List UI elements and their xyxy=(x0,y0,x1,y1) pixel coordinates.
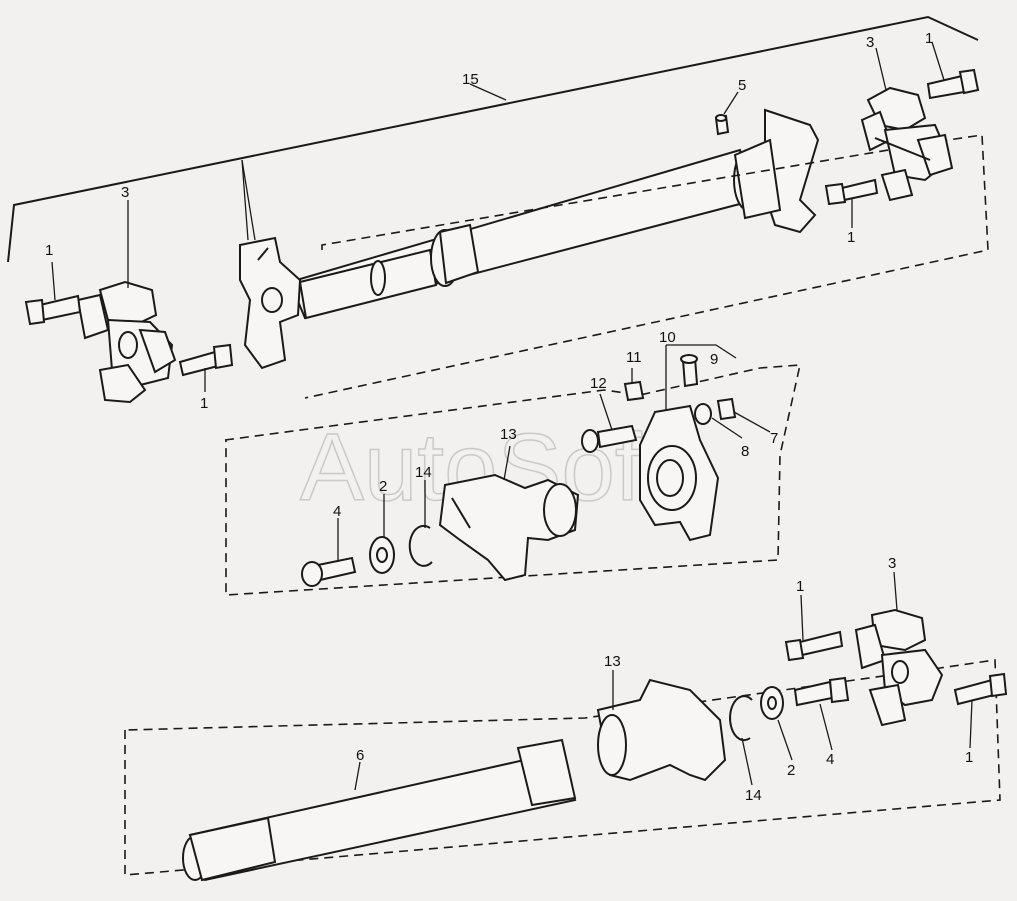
callout-labels: 15 5 3 1 1 3 1 1 11 10 9 12 7 8 13 14 2 … xyxy=(45,30,973,804)
screw-9 xyxy=(680,354,699,388)
callout-1-left-top: 1 xyxy=(45,242,53,259)
callout-1-bottom-top: 1 xyxy=(796,578,804,595)
callout-14-bottom: 14 xyxy=(745,787,762,804)
snap-ring-14-middle xyxy=(408,524,433,567)
slip-yoke-13-middle xyxy=(438,473,580,582)
bolt-bottom-upper xyxy=(784,630,844,662)
callout-5: 5 xyxy=(738,77,746,94)
dashed-outline-upper xyxy=(304,134,989,399)
universal-joint-left xyxy=(76,280,177,404)
callout-3-left: 3 xyxy=(121,184,129,201)
snap-ring-14-bottom xyxy=(729,695,753,742)
callout-7: 7 xyxy=(770,430,778,447)
callout-13-middle: 13 xyxy=(500,426,517,443)
callout-3-bottom: 3 xyxy=(888,555,896,572)
callout-6: 6 xyxy=(356,747,364,764)
leader-lines xyxy=(51,41,973,791)
universal-joint-top-right xyxy=(860,86,954,202)
callout-14-middle: 14 xyxy=(415,464,432,481)
lock-washer-8 xyxy=(694,403,712,425)
callout-15: 15 xyxy=(462,71,479,88)
bolt-4-middle xyxy=(301,556,357,587)
washer-2-bottom xyxy=(760,686,784,720)
callout-10: 10 xyxy=(659,329,676,346)
callout-8: 8 xyxy=(741,443,749,460)
propeller-shaft-assembly xyxy=(239,91,820,370)
bolt-top-right xyxy=(926,68,980,100)
nut-7 xyxy=(716,397,737,421)
assembly-bracket-15 xyxy=(7,15,979,263)
bolt-left-upper xyxy=(24,294,82,326)
bolt-4-bottom xyxy=(793,676,850,707)
washer-2-middle xyxy=(369,536,395,574)
center-bearing-10 xyxy=(639,404,720,542)
slip-yoke-13-bottom xyxy=(596,678,727,782)
callout-4-middle: 4 xyxy=(333,503,341,520)
callout-11: 11 xyxy=(626,349,642,366)
spline-shaft-6 xyxy=(182,738,577,882)
callout-1-topright: 1 xyxy=(847,229,855,246)
callout-1-bottom-right: 1 xyxy=(965,749,973,766)
nut-11 xyxy=(623,380,645,402)
dashed-outline-lower xyxy=(124,659,1001,876)
callout-2-bottom: 2 xyxy=(787,762,795,779)
callout-13-bottom: 13 xyxy=(604,653,621,670)
dashed-outline-middle xyxy=(224,364,802,596)
callout-9: 9 xyxy=(710,351,718,368)
callout-12: 12 xyxy=(590,375,607,392)
callout-2-middle: 2 xyxy=(379,478,387,495)
bolt-left-lower xyxy=(178,343,234,377)
bolt-bottom-right xyxy=(953,672,1008,706)
callout-4-bottom: 4 xyxy=(826,751,834,768)
bolt-top-right-lower xyxy=(824,178,879,206)
universal-joint-bottom-right xyxy=(854,608,944,727)
callout-3-top: 3 xyxy=(866,34,874,51)
callout-1-top: 1 xyxy=(925,30,933,47)
bolt-12 xyxy=(581,424,638,453)
callout-1-left-bottom: 1 xyxy=(200,395,208,412)
